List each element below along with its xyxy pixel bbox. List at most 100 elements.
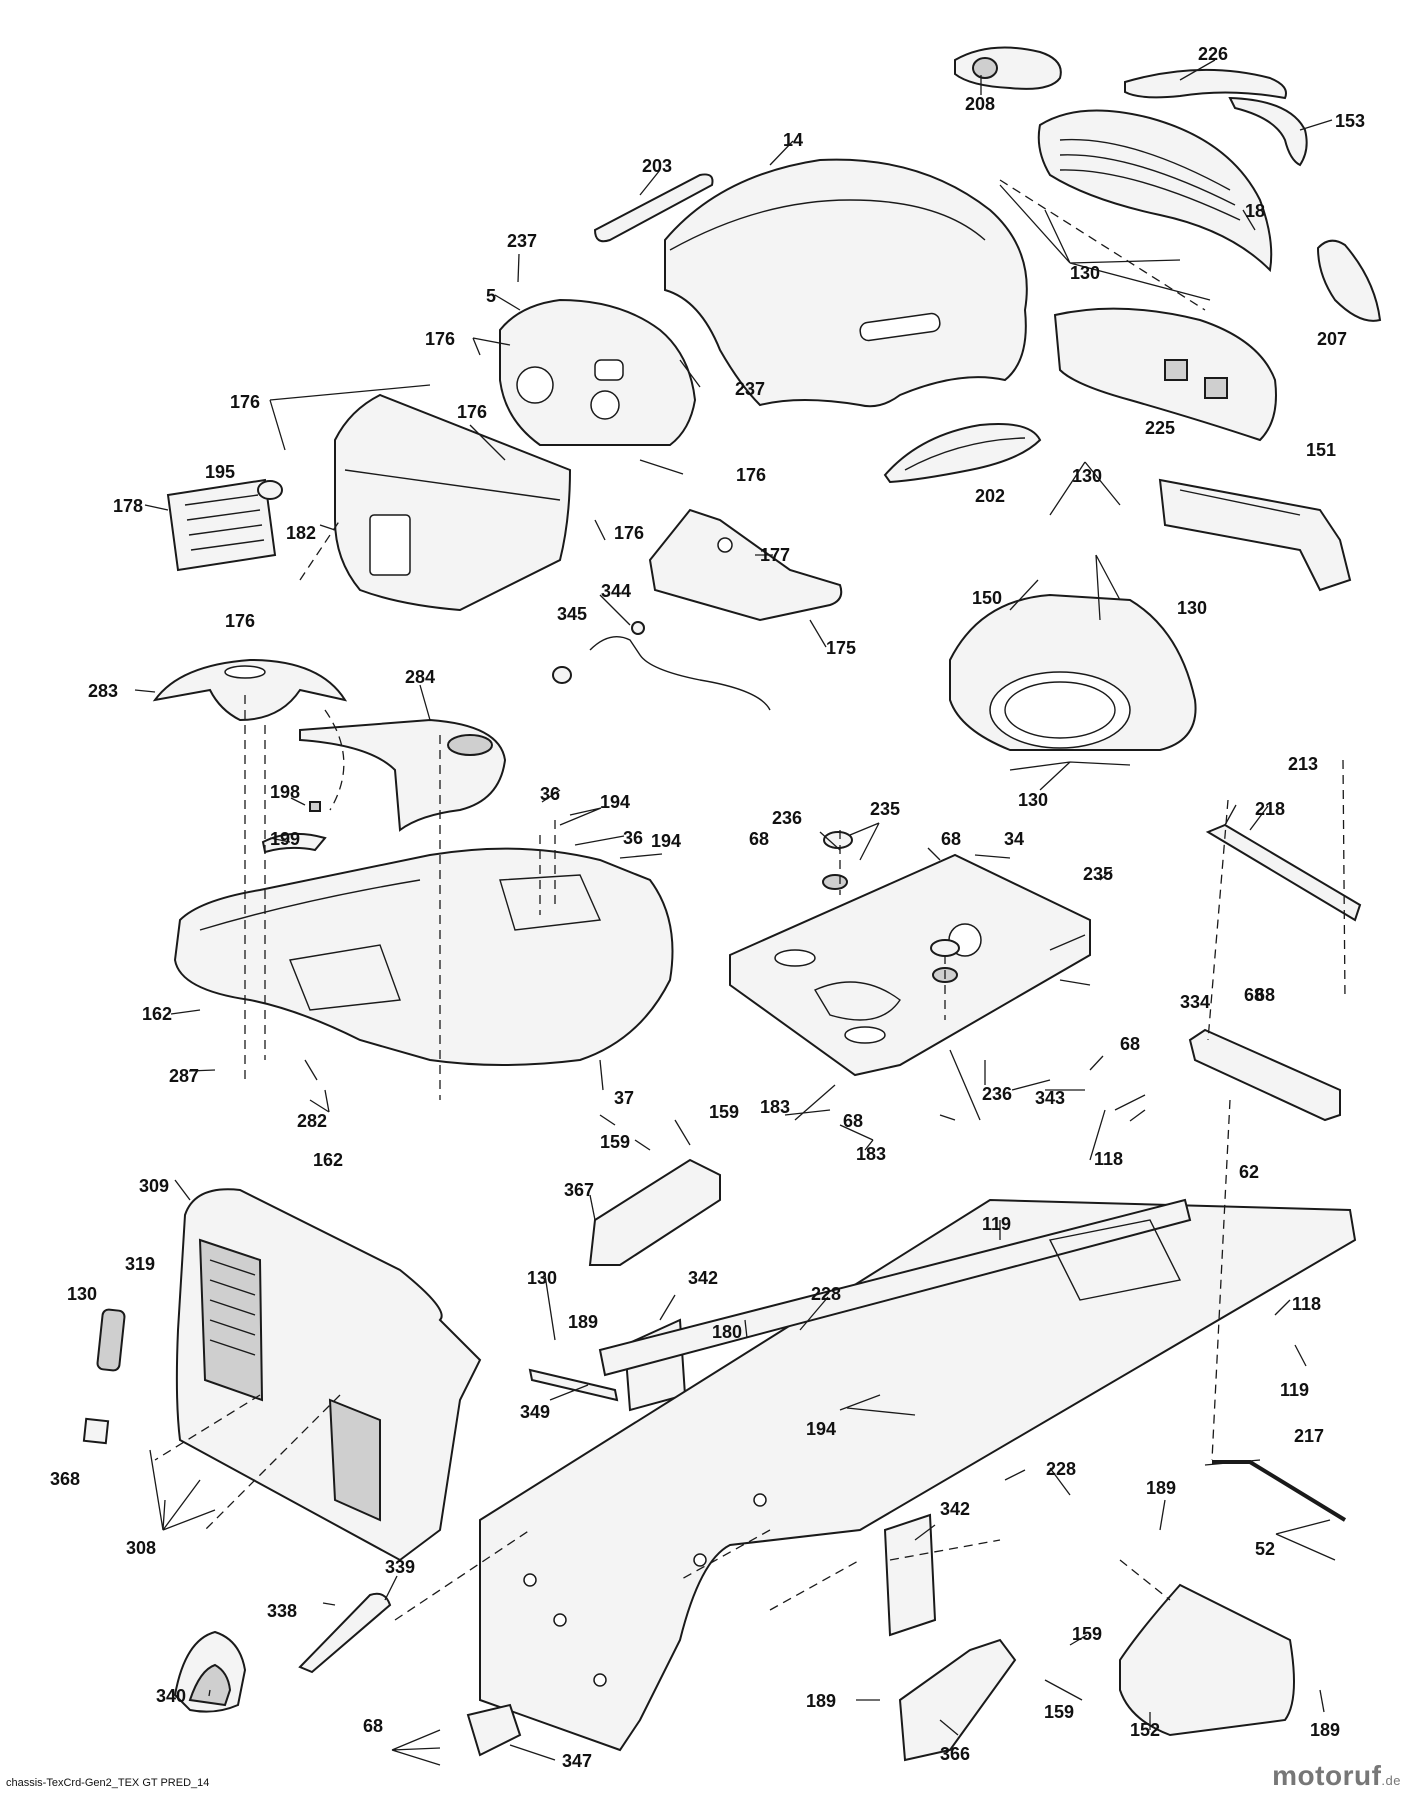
part-284-battery-cover [299, 718, 507, 832]
callout-130e: 130 [67, 1284, 97, 1304]
callout-151: 151 [1306, 440, 1336, 460]
callout-213: 213 [1288, 754, 1318, 774]
part-175-bracket [648, 508, 843, 622]
callout-235b: 235 [1083, 864, 1113, 884]
callout-226: 226 [1198, 44, 1228, 64]
part-5-dash-panel [499, 298, 697, 446]
part-340-vent [173, 1630, 247, 1713]
callout-68c: 68 [1244, 985, 1264, 1005]
watermark-logo: motoruf.de [1272, 1760, 1401, 1792]
callout-176c: 176 [457, 402, 487, 422]
part-319-decal [96, 1308, 126, 1372]
callout-14: 14 [783, 130, 803, 150]
callout-236b: 236 [982, 1084, 1012, 1104]
callout-130c: 130 [1177, 598, 1207, 618]
watermark-tld: .de [1381, 1773, 1401, 1788]
callout-308: 308 [126, 1538, 156, 1558]
part-152-cover [1119, 1583, 1295, 1737]
callout-36a: 36 [540, 784, 560, 804]
callout-282: 282 [297, 1111, 327, 1131]
part-195-plug [257, 480, 283, 500]
callout-237b: 237 [735, 379, 765, 399]
part-182-dash-lower [334, 393, 572, 612]
callout-68f: 68 [843, 1111, 863, 1131]
callout-368: 368 [50, 1469, 80, 1489]
part-235-bushing [823, 831, 960, 957]
callout-366: 366 [940, 1744, 970, 1764]
callout-62: 62 [1239, 1162, 1259, 1182]
callout-217: 217 [1294, 1426, 1324, 1446]
callout-199: 199 [270, 829, 300, 849]
part-217-rod [1212, 1460, 1347, 1522]
part-203-hood-trim [593, 173, 714, 243]
part-218-support [1205, 823, 1362, 922]
callout-18: 18 [1245, 201, 1265, 221]
callout-202: 202 [975, 486, 1005, 506]
callout-68d: 68 [1120, 1034, 1140, 1054]
callout-287: 287 [169, 1066, 199, 1086]
callout-152: 152 [1130, 1720, 1160, 1740]
callout-228a: 228 [811, 1284, 841, 1304]
callout-176a: 176 [425, 329, 455, 349]
callout-339: 339 [385, 1557, 415, 1577]
part-178-vent-cover [166, 478, 277, 572]
callout-130d: 130 [1018, 790, 1048, 810]
callout-309: 309 [139, 1176, 169, 1196]
callout-177: 177 [760, 545, 790, 565]
watermark-text: motoruf [1272, 1760, 1382, 1791]
part-199-clip [261, 832, 327, 854]
callout-130b: 130 [1072, 466, 1102, 486]
callout-235a: 235 [870, 799, 900, 819]
part-347-bracket [466, 1703, 522, 1757]
diagram-file-label: chassis-TexCrd-Gen2_TEX GT PRED_14 [6, 1777, 210, 1789]
callout-150: 150 [972, 588, 1002, 608]
callout-118a: 118 [1094, 1149, 1123, 1169]
callout-176f: 176 [225, 611, 255, 631]
callout-159a: 159 [709, 1102, 739, 1122]
callout-159d: 159 [1044, 1702, 1074, 1722]
callout-119b: 119 [1280, 1380, 1309, 1400]
callout-284: 284 [405, 667, 435, 687]
part-349-latch [528, 1368, 619, 1402]
part-202-hood-trim [883, 423, 1042, 484]
assembly-lines [154, 179, 1346, 1621]
part-226-hood-trim [1124, 68, 1308, 167]
leader-lines [134, 59, 1336, 1766]
callout-195: 195 [205, 462, 235, 482]
callout-182: 182 [286, 523, 316, 543]
callout-194b: 194 [651, 831, 681, 851]
part-367-bracket [588, 1158, 721, 1266]
part-18-grille [1037, 109, 1273, 273]
callout-178: 178 [113, 496, 143, 516]
callout-176d: 176 [736, 465, 766, 485]
callout-189b: 189 [1146, 1478, 1176, 1498]
part-208-headlight-lens [954, 46, 1062, 90]
callout-130a: 130 [1070, 263, 1100, 283]
callout-118b: 118 [1292, 1294, 1321, 1314]
callout-159c: 159 [1072, 1624, 1102, 1644]
part-37-fender [173, 847, 674, 1066]
part-180-frame [479, 1198, 1357, 1752]
callout-189d: 189 [1310, 1720, 1340, 1740]
callout-338: 338 [267, 1601, 297, 1621]
callout-162a: 162 [142, 1004, 172, 1024]
callout-183b: 183 [856, 1144, 886, 1164]
part-34-plate [729, 853, 1091, 1077]
part-344-cable [589, 621, 771, 711]
part-342-bracket-lower [883, 1513, 937, 1637]
callout-345: 345 [557, 604, 587, 624]
part-14-hood [664, 158, 1028, 408]
callout-162b: 162 [313, 1150, 343, 1170]
callout-344: 344 [601, 581, 631, 601]
part-198-clip [309, 801, 321, 812]
callout-68e: 68 [1255, 985, 1275, 1005]
part-283-fender-cover [152, 658, 348, 722]
callout-347: 347 [562, 1751, 592, 1771]
callout-349: 349 [520, 1402, 550, 1422]
callout-340: 340 [156, 1686, 186, 1706]
part-339-lever [298, 1592, 392, 1674]
callout-36b: 36 [623, 828, 643, 848]
callout-342a: 342 [688, 1268, 718, 1288]
callout-34: 34 [1004, 829, 1024, 849]
